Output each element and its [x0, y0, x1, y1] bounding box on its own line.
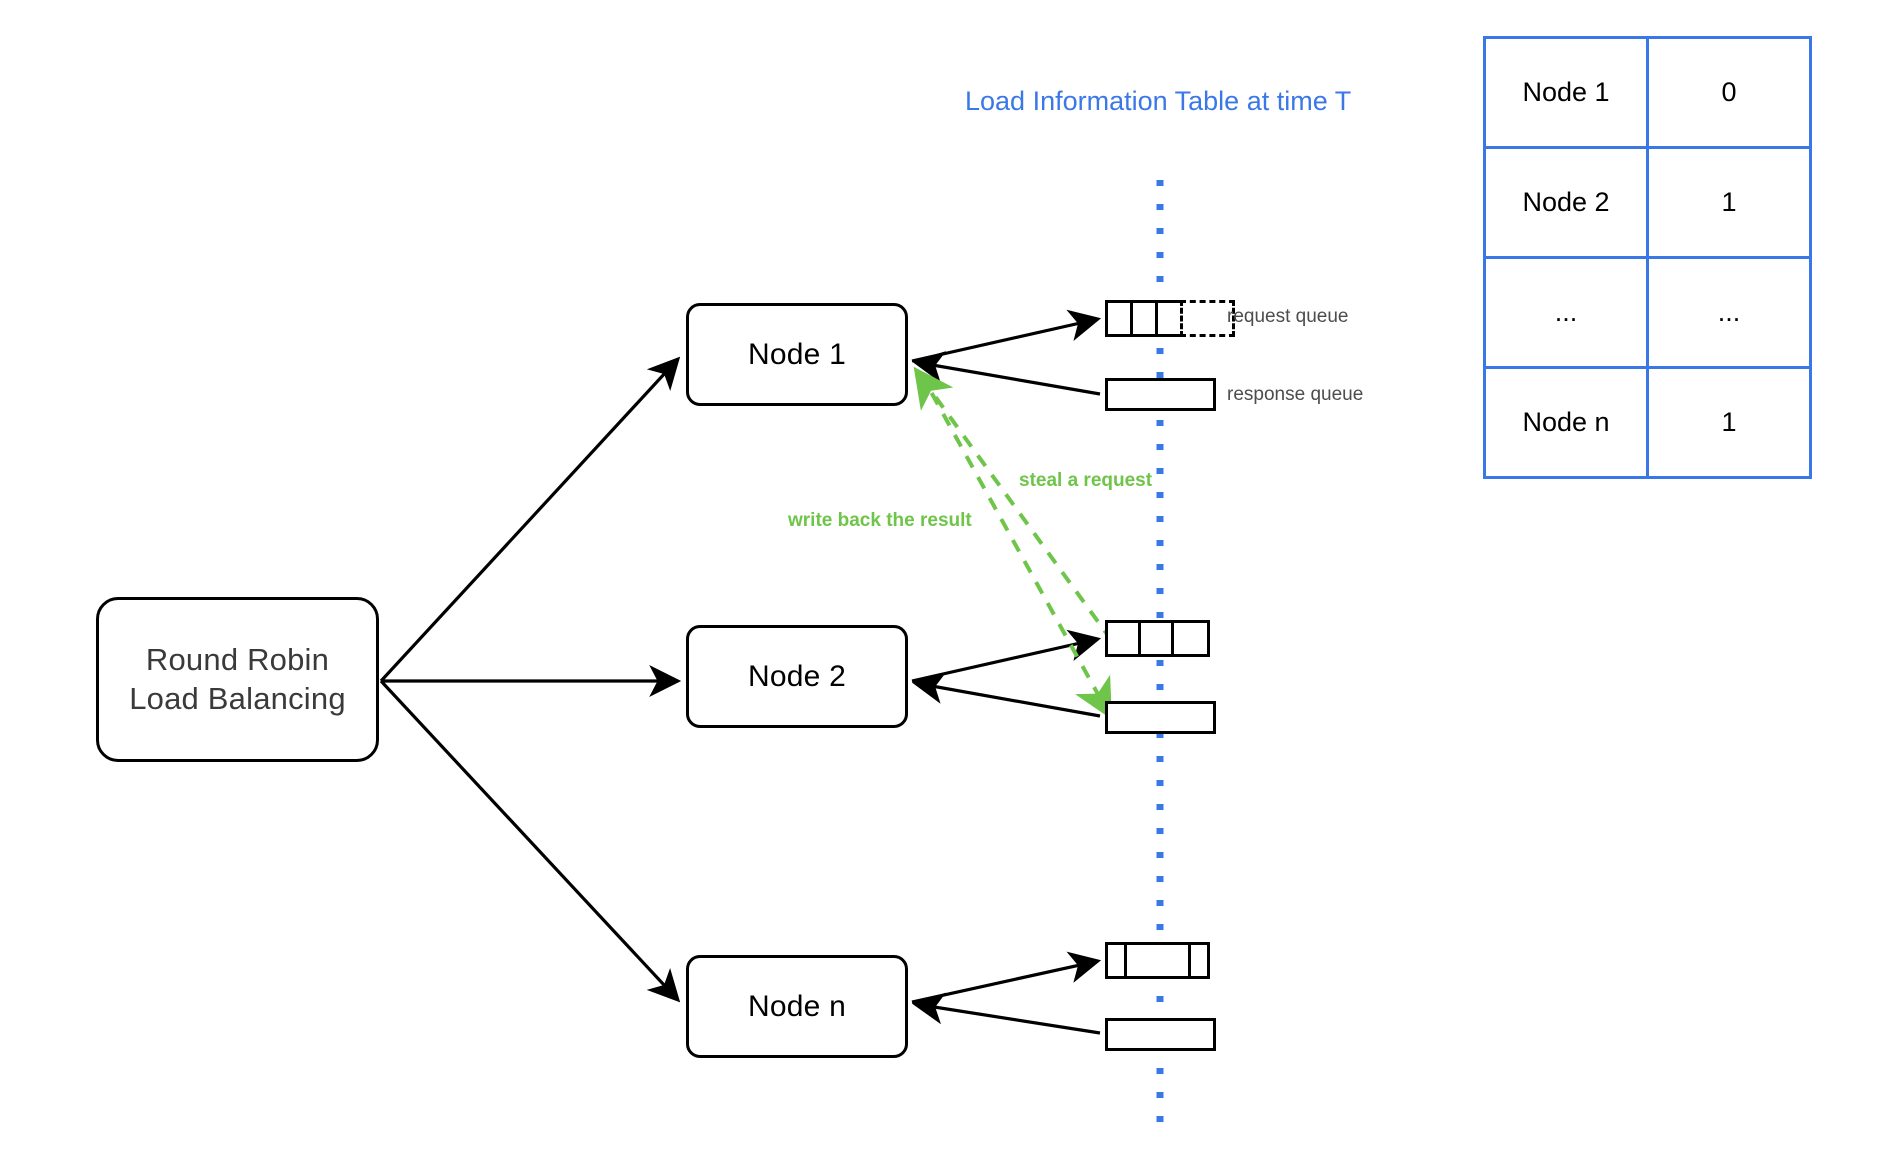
- queue-cell: [1105, 300, 1133, 337]
- table-cell-load: 1: [1646, 146, 1812, 259]
- arrow-node2-to-request-queue: [911, 629, 1102, 683]
- response-queue-node-2[interactable]: [1105, 701, 1216, 734]
- load-balancer-line1: Round Robin: [145, 641, 330, 677]
- queue-cell: [1138, 620, 1174, 657]
- load-information-table-title: Load Information Table at time T: [965, 86, 1352, 116]
- arrow-noden-response-queue-to-node: [911, 992, 1101, 1035]
- arrow-node2-response-queue-to-node: [911, 672, 1101, 718]
- queue-cell: [1188, 942, 1210, 979]
- arrow-write-back-the-result: [918, 371, 1112, 720]
- arrow-node1-response-queue-to-node: [911, 351, 1101, 396]
- node-label-n: Node n: [748, 989, 846, 1023]
- load-balancer-line2: Load Balancing: [129, 680, 346, 716]
- table-cell-node: Node n: [1483, 366, 1649, 479]
- table-cell-node: ...: [1483, 256, 1649, 369]
- table-cell-node: Node 2: [1483, 146, 1649, 259]
- table-row: Node 2 1: [1483, 146, 1812, 259]
- node-box-n[interactable]: Node n: [686, 955, 908, 1058]
- arrow-noden-to-request-queue: [911, 951, 1102, 1004]
- node-box-2[interactable]: Node 2: [686, 625, 908, 728]
- table-row: ... ...: [1483, 256, 1812, 369]
- response-queue-node-n[interactable]: [1105, 1018, 1216, 1051]
- round-robin-load-balancer-box[interactable]: Round Robin Load Balancing: [96, 597, 379, 762]
- write-back-the-result-label: write back the result: [788, 510, 972, 531]
- node-box-1[interactable]: Node 1: [686, 303, 908, 406]
- arrow-lb-to-node1: [379, 356, 681, 683]
- load-information-table: Node 1 0 Node 2 1 ... ... Node n 1: [1483, 36, 1812, 479]
- arrow-steal-a-request: [913, 366, 1114, 643]
- arrow-node1-to-request-queue: [911, 309, 1102, 363]
- request-queue-label: request queue: [1227, 306, 1349, 327]
- queue-cell: [1105, 701, 1216, 734]
- table-row: Node n 1: [1483, 366, 1812, 479]
- request-queue-node-2[interactable]: [1105, 620, 1210, 657]
- table-cell-load: 1: [1646, 366, 1812, 479]
- response-queue-node-1[interactable]: [1105, 378, 1216, 411]
- queue-cell: [1105, 1018, 1216, 1051]
- node-label-2: Node 2: [748, 659, 846, 693]
- arrow-lb-to-noden: [379, 679, 681, 1003]
- request-queue-node-n[interactable]: [1105, 942, 1210, 979]
- queue-cell: [1130, 300, 1158, 337]
- queue-cell: [1155, 300, 1183, 337]
- request-queue-node-1[interactable]: [1105, 300, 1235, 337]
- node-label-1: Node 1: [748, 337, 846, 371]
- queue-cell: [1105, 620, 1141, 657]
- queue-cell: [1124, 942, 1191, 979]
- table-cell-node: Node 1: [1483, 36, 1649, 149]
- queue-cell: [1105, 378, 1216, 411]
- queue-cell-empty: [1180, 300, 1235, 337]
- table-cell-load: 0: [1646, 36, 1812, 149]
- steal-a-request-label: steal a request: [1019, 470, 1153, 491]
- response-queue-label: response queue: [1227, 384, 1364, 405]
- table-cell-load: ...: [1646, 256, 1812, 369]
- queue-cell: [1171, 620, 1210, 657]
- table-row: Node 1 0: [1483, 36, 1812, 149]
